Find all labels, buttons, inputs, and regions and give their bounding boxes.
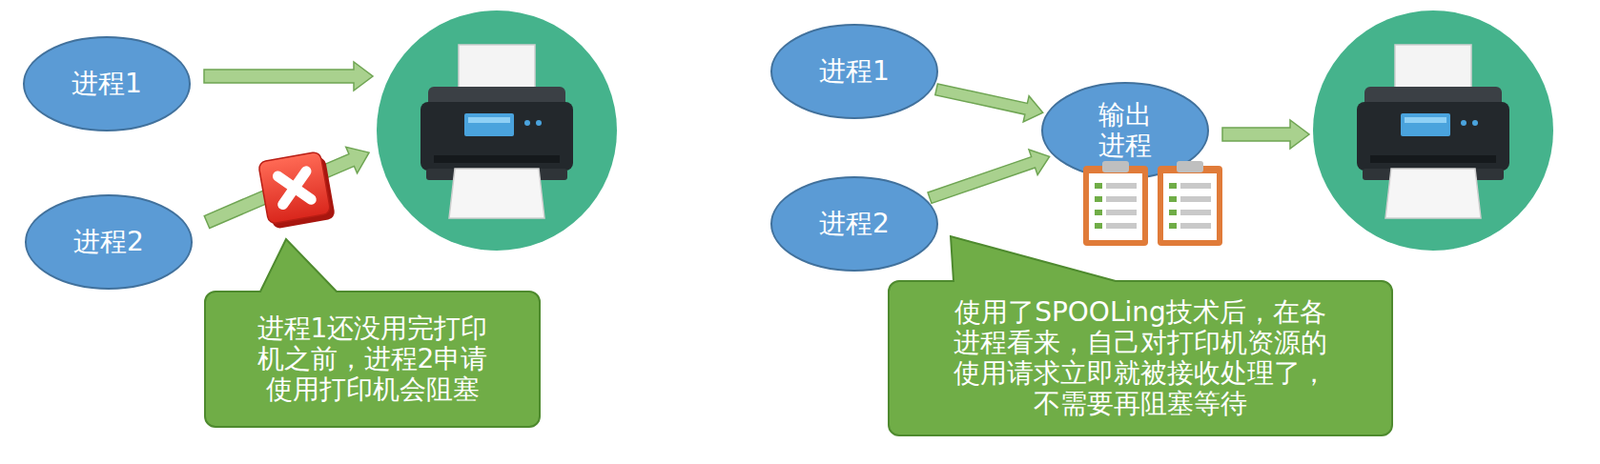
node-text: 输出进程 — [1097, 100, 1152, 162]
ellipse-fill — [771, 177, 938, 271]
block-arrow-connector — [927, 149, 1050, 204]
ellipse-fill — [25, 195, 192, 289]
process-ellipse: 进程1 — [770, 23, 939, 120]
callout-box: 使用了SPOOLing技术后，在各进程看来，自己对打印机资源的使用请求立即就被接… — [887, 280, 1394, 437]
node-text: 进程1还没用完打印机之前，进程2申请使用打印机会阻塞 — [246, 313, 499, 407]
node-text: 进程1 — [71, 68, 143, 100]
ellipse-fill — [771, 24, 938, 119]
node-text: 进程2 — [819, 208, 890, 240]
clipboard-icon — [1083, 161, 1149, 247]
callout-fill — [888, 236, 1393, 436]
process-ellipse: 进程2 — [770, 176, 939, 272]
callout-fill — [205, 239, 540, 428]
callout-box: 进程1还没用完打印机之前，进程2申请使用打印机会阻塞 — [204, 290, 541, 429]
process-ellipse: 进程2 — [24, 194, 193, 290]
printer-icon — [1312, 10, 1554, 251]
block-arrow-connector — [935, 83, 1044, 123]
block-arrow — [204, 61, 373, 91]
printer-icon — [376, 10, 617, 251]
block-arrow — [1222, 120, 1310, 149]
blocked-x-icon — [258, 150, 336, 230]
clipboard-icon — [1157, 161, 1223, 247]
ellipse-fill — [23, 37, 190, 131]
process-ellipse: 进程1 — [22, 36, 191, 132]
node-text: 使用了SPOOLing技术后，在各进程看来，自己对打印机资源的使用请求立即就被接… — [949, 297, 1332, 421]
node-text: 进程1 — [819, 56, 890, 87]
block-arrow — [201, 139, 375, 235]
node-text: 进程2 — [73, 226, 144, 258]
